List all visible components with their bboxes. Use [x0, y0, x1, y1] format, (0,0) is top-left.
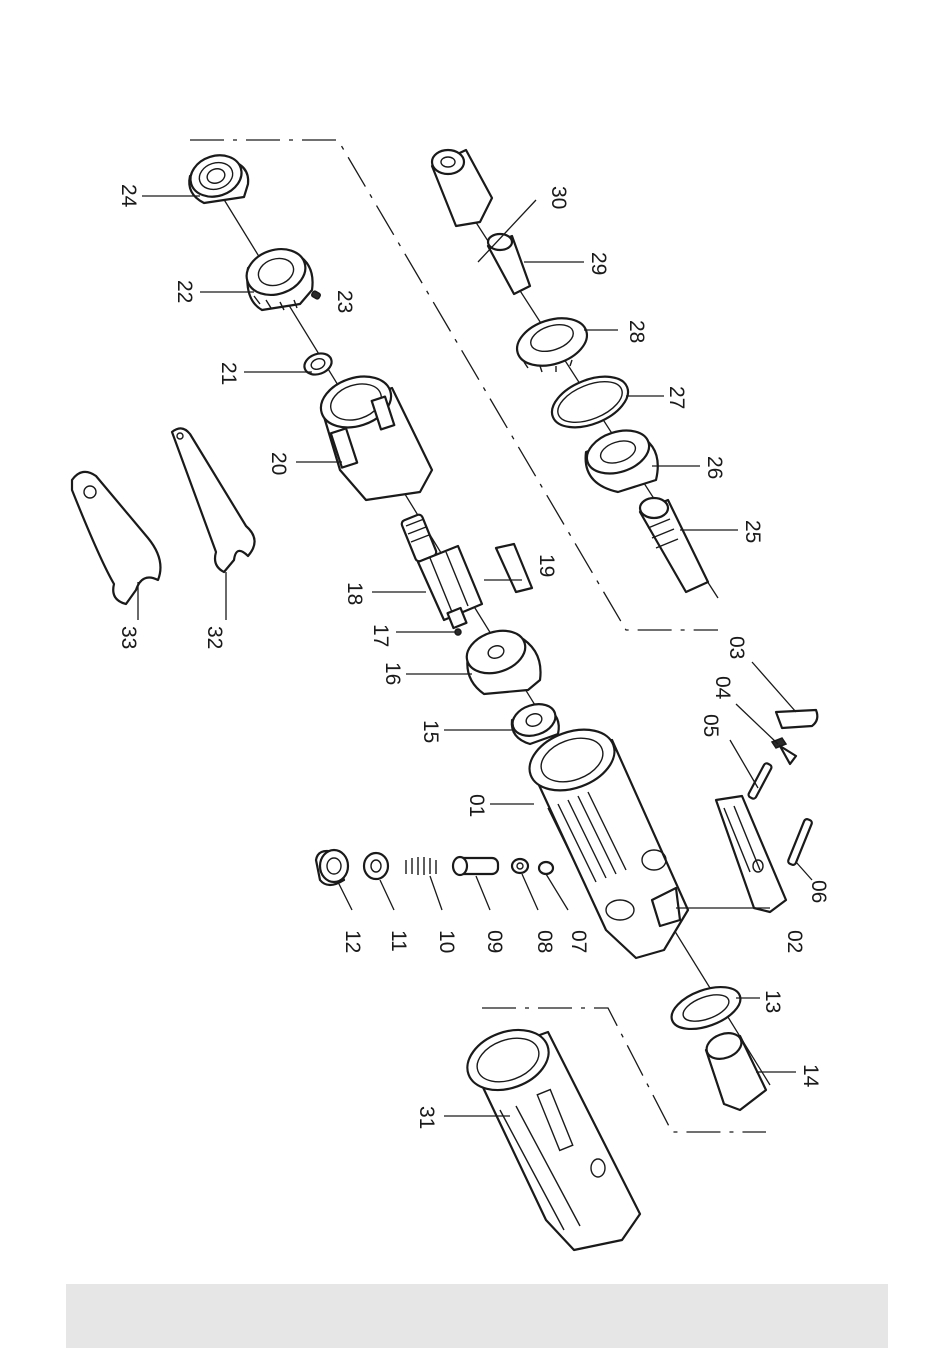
label-12: 12 — [341, 930, 364, 953]
label-03: 03 — [725, 636, 748, 659]
label-33: 33 — [117, 626, 140, 649]
part-02-throttle-lever — [716, 796, 786, 912]
label-10: 10 — [435, 930, 458, 953]
part-23-pin — [311, 290, 321, 299]
part-16-front-plate — [461, 624, 540, 694]
label-01: 01 — [465, 794, 488, 817]
part-31-grip-sleeve — [459, 1019, 640, 1250]
label-17: 17 — [369, 624, 392, 647]
part-05-pin — [748, 762, 773, 799]
label-20: 20 — [267, 452, 290, 475]
part-19-vane — [496, 544, 532, 592]
label-31: 31 — [415, 1106, 438, 1129]
part-18-rotor-shaft — [401, 513, 482, 628]
label-14: 14 — [799, 1064, 822, 1088]
part-32-wrench — [172, 428, 255, 572]
label-13: 13 — [761, 990, 784, 1013]
part-25-spindle — [640, 498, 708, 592]
part-07-oring — [539, 862, 553, 874]
part-10-spring — [406, 857, 436, 875]
part-08-oring — [512, 859, 528, 873]
part-09-valve-stem — [453, 857, 498, 875]
label-29: 29 — [587, 252, 610, 275]
part-33-wrench — [72, 472, 160, 604]
label-25: 25 — [741, 520, 764, 543]
part-21-washer — [301, 350, 334, 378]
label-07: 07 — [567, 930, 590, 953]
part-22-ring-nut — [241, 242, 313, 310]
label-22: 22 — [173, 280, 196, 303]
label-15: 15 — [419, 720, 442, 743]
part-06-pin — [787, 818, 812, 866]
label-32: 32 — [203, 626, 226, 649]
part-29-collet — [488, 234, 530, 294]
label-24: 24 — [117, 184, 140, 208]
part-13-lock-washer — [666, 979, 746, 1037]
label-04: 04 — [711, 676, 734, 700]
label-30: 30 — [547, 186, 570, 209]
label-08: 08 — [533, 930, 556, 953]
label-11: 11 — [387, 930, 410, 952]
part-24-bearing — [185, 149, 248, 203]
label-05: 05 — [699, 714, 722, 737]
part-27-ring — [545, 367, 636, 438]
part-12-plug — [316, 850, 348, 885]
label-09: 09 — [483, 930, 506, 953]
part-20-cylinder — [314, 368, 432, 500]
part-11-washer — [364, 853, 388, 879]
label-19: 19 — [535, 554, 558, 577]
label-18: 18 — [343, 582, 366, 605]
label-23: 23 — [333, 290, 356, 313]
part-30-collet-nut — [432, 150, 492, 226]
label-02: 02 — [783, 930, 806, 953]
label-16: 16 — [381, 662, 404, 685]
part-03-lever-tip — [776, 710, 817, 728]
label-21: 21 — [217, 362, 240, 385]
label-28: 28 — [625, 320, 648, 343]
label-26: 26 — [703, 456, 726, 479]
part-14-inlet-bushing — [703, 1029, 766, 1110]
label-06: 06 — [807, 880, 830, 903]
footer-band — [66, 1284, 888, 1348]
part-28-lock-nut — [511, 310, 593, 374]
label-27: 27 — [665, 386, 688, 409]
part-26-end-plate — [581, 423, 657, 492]
exploded-parts-diagram: 24 22 23 21 20 19 18 17 16 15 01 33 32 1… — [0, 0, 950, 1284]
part-01-housing — [521, 719, 688, 958]
